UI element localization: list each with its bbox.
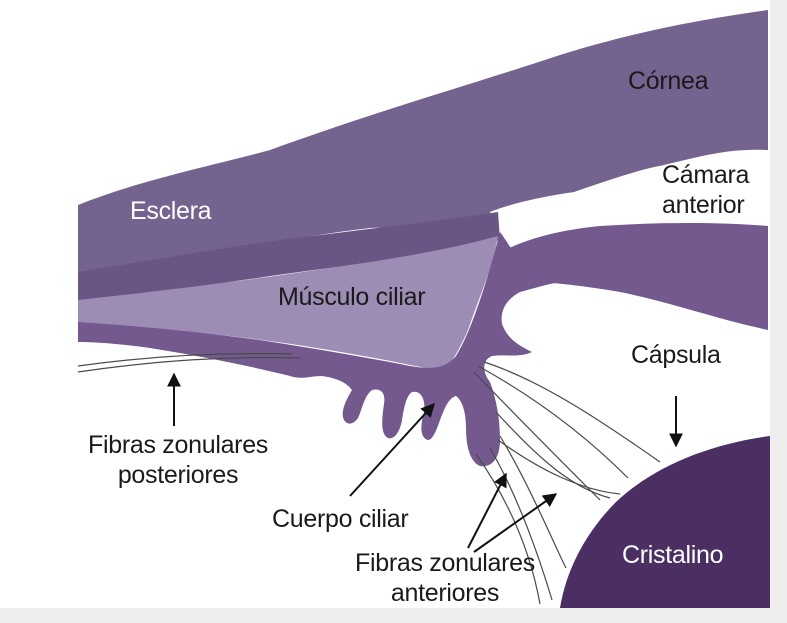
anterior-fibers-label: Fibras zonulares anteriores	[352, 548, 538, 608]
ciliary-muscle-label: Músculo ciliar	[278, 282, 425, 312]
anterior-chamber-label: Cámara anterior	[662, 160, 749, 220]
anterior-chamber-label-line2: anterior	[662, 190, 749, 220]
bottom-margin-shade	[0, 608, 787, 623]
posterior-fibers-label: Fibras zonulares posteriores	[88, 430, 268, 490]
cornea-label: Córnea	[628, 66, 708, 96]
anterior-fibers-label-line1: Fibras zonulares	[352, 548, 538, 578]
posterior-fibers-label-line2: posteriores	[88, 460, 268, 490]
capsule-label: Cápsula	[631, 340, 721, 370]
anterior-chamber-label-line1: Cámara	[662, 160, 749, 190]
lens-label: Cristalino	[622, 540, 723, 570]
sclera-label: Esclera	[130, 196, 211, 226]
ciliary-body-label: Cuerpo ciliar	[272, 504, 408, 534]
posterior-fibers-label-line1: Fibras zonulares	[88, 430, 268, 460]
right-margin-shade	[770, 0, 787, 623]
anterior-fibers-label-line2: anteriores	[352, 578, 538, 608]
